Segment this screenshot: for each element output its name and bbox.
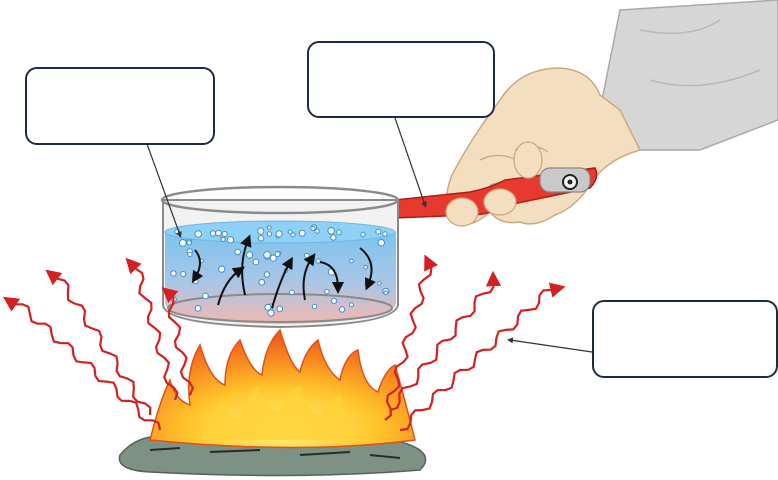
bubble [264,252,271,259]
bubble [253,259,259,265]
bubble [195,306,201,312]
bubble [276,231,282,237]
bubble [299,230,305,236]
bubble [216,230,222,236]
bubble [277,306,283,312]
bubble [361,232,365,236]
bubble [221,237,225,241]
bubble [316,259,320,263]
bubble [195,231,202,238]
bubble [328,228,335,235]
bubble [376,229,381,234]
bubble [350,259,354,263]
bubble [188,252,192,256]
label-box-radiation[interactable] [592,300,778,378]
pointer-line-radiation [510,340,592,352]
bubble [304,253,309,258]
label-box-conduction[interactable] [307,41,495,118]
bubble [364,265,368,269]
bubble [339,307,344,312]
bubble [219,266,225,272]
pointer-line-conduction [395,118,425,205]
bubble [383,232,387,236]
flames [150,330,415,448]
bubble [235,249,241,255]
bubble [312,304,316,308]
bubble [258,236,264,242]
bubble [384,291,388,295]
bubble [315,229,319,233]
bubble [210,231,215,236]
bubble [290,290,295,295]
bubble [325,289,329,293]
bubble [171,271,176,276]
bubble [264,272,269,277]
bubble [258,228,264,234]
radiation-wave [51,274,150,415]
bubble [227,237,233,243]
radiation-wave [400,288,558,430]
bubble [288,230,292,234]
bubble [378,240,384,246]
bubble [311,226,315,230]
bubble [246,252,252,258]
bubble [203,293,209,299]
bubble [267,226,271,230]
bubble [267,232,271,236]
bubble [265,304,271,310]
bubble [179,240,186,247]
bubble [331,235,336,240]
bubble [181,272,186,277]
bubble [337,230,342,235]
bubble [193,279,198,284]
bubble [259,279,265,285]
bubble [377,282,381,286]
label-box-convection[interactable] [25,67,215,145]
bubble [332,298,337,303]
bubble [349,303,353,307]
bubble [275,252,280,257]
bubble [187,241,191,245]
